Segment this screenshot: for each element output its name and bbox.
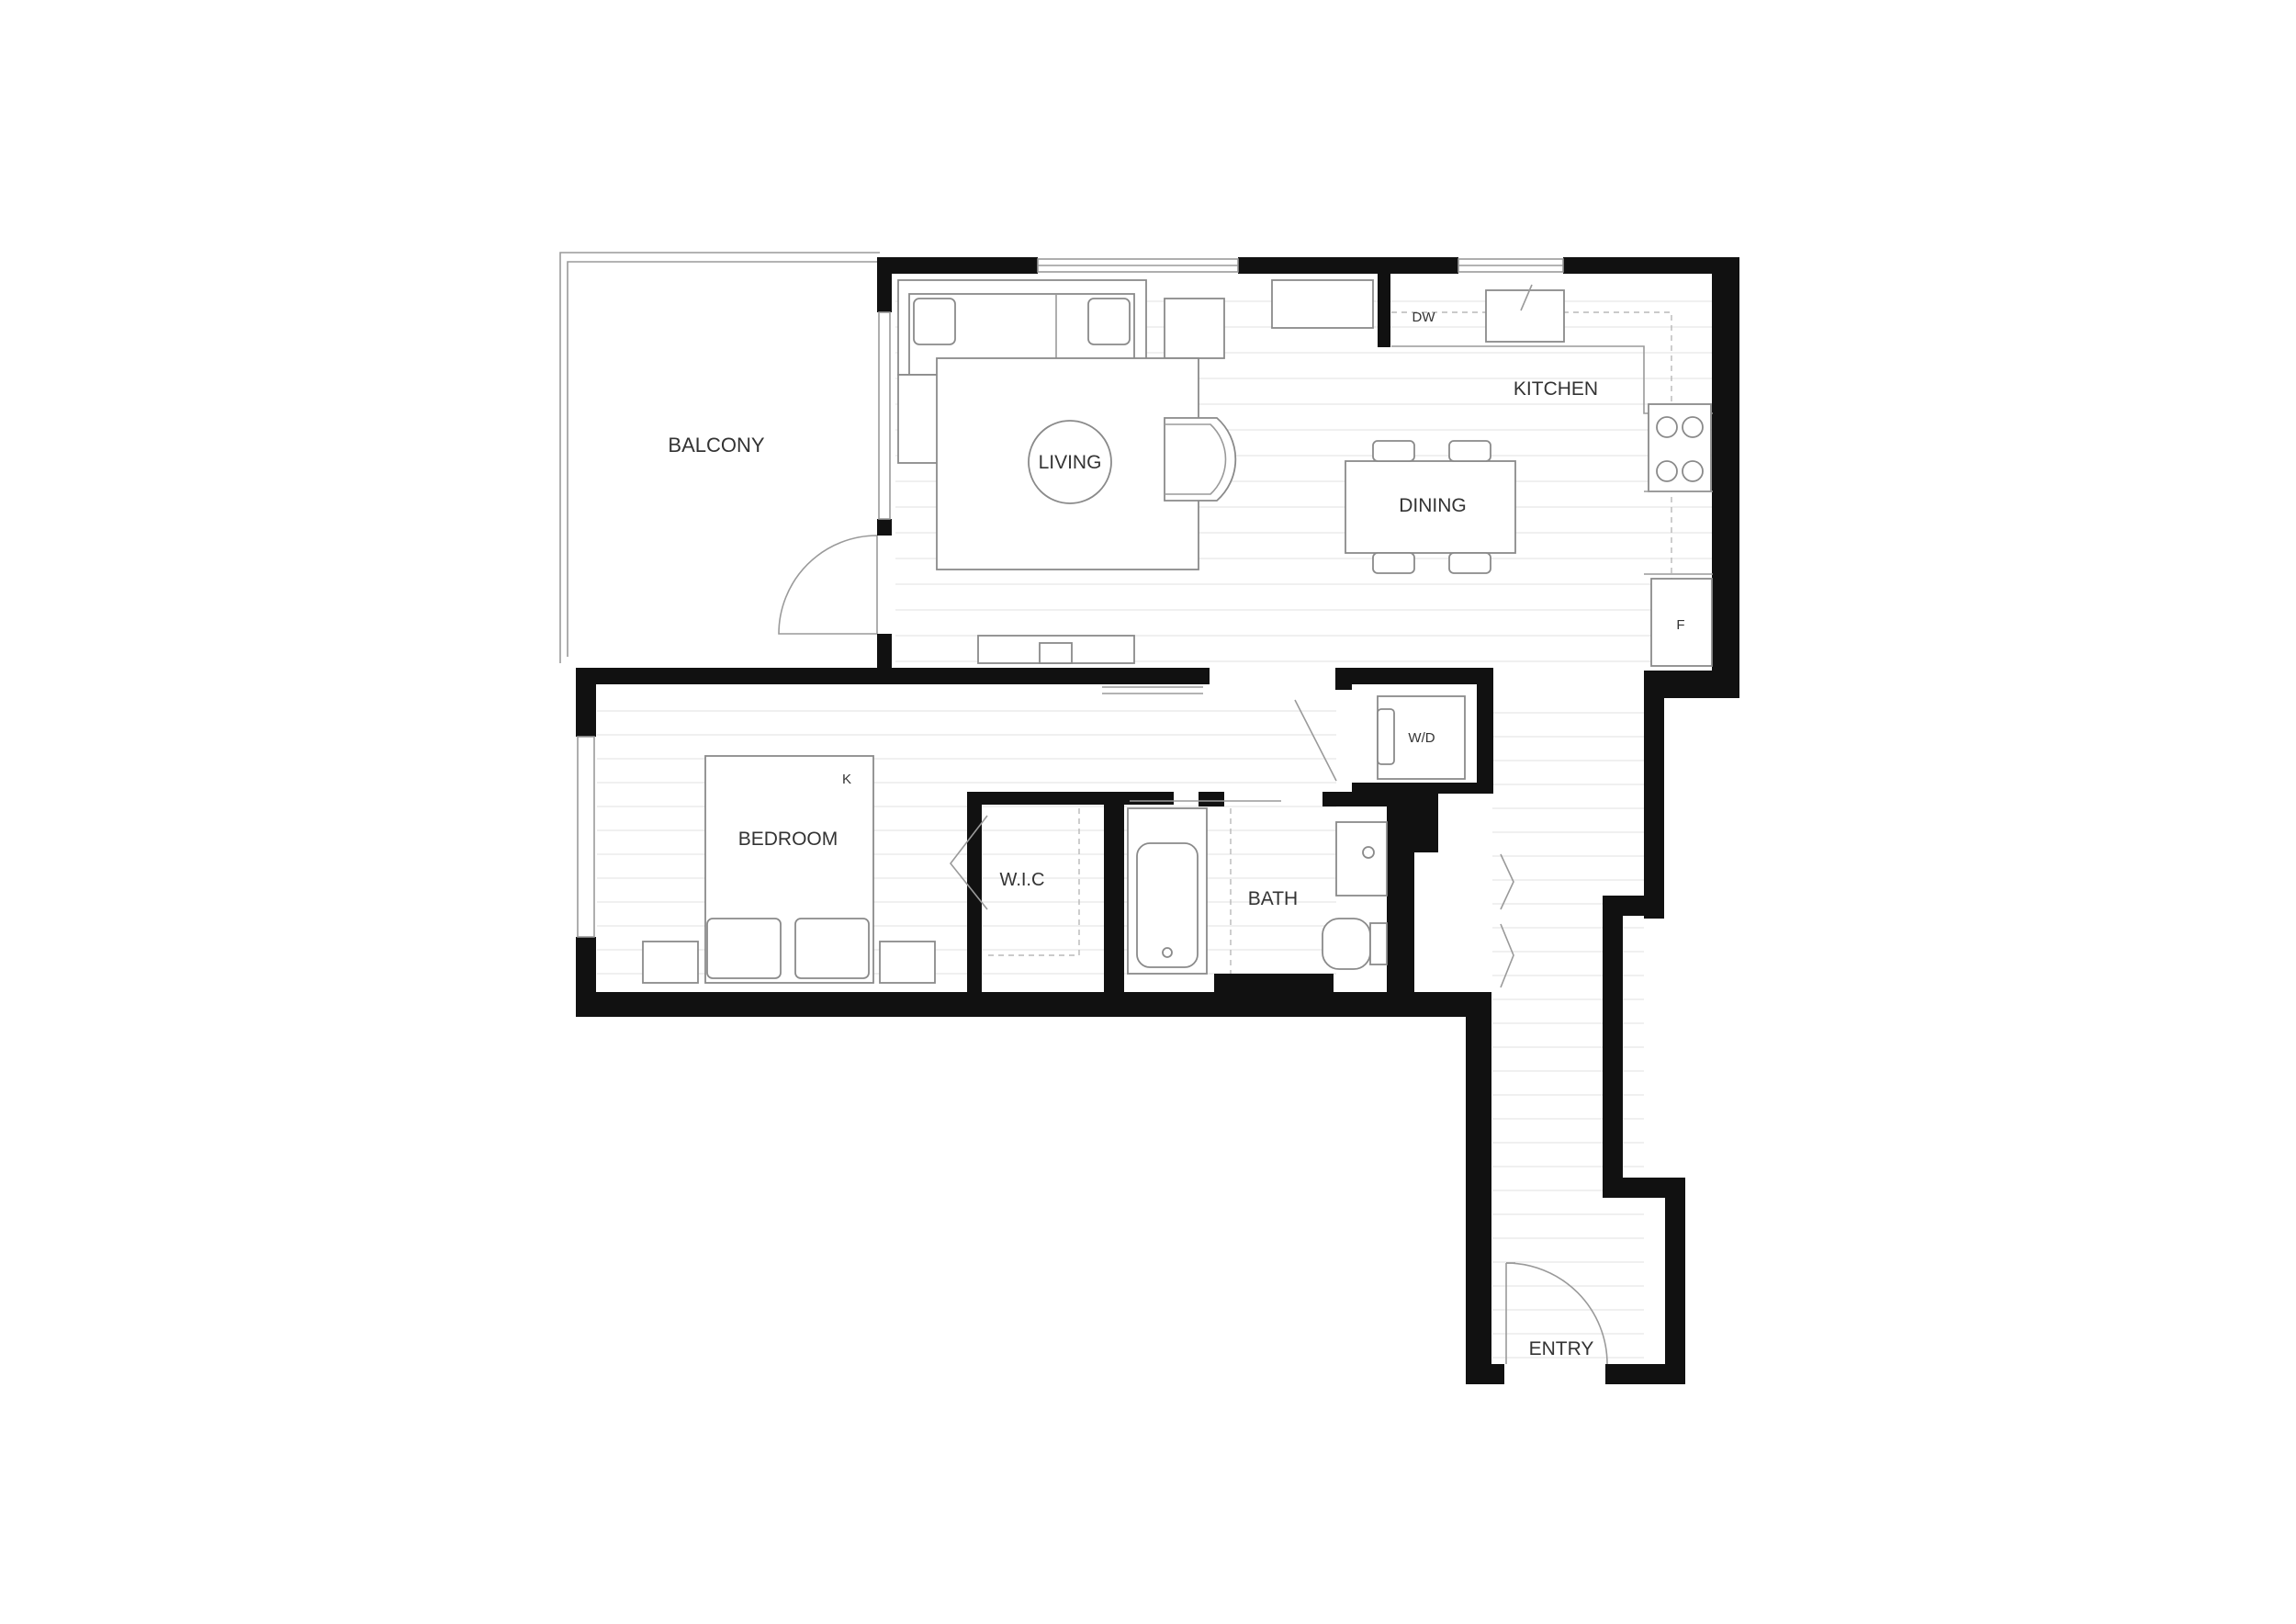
- living-furniture: [897, 279, 1374, 664]
- bath-furniture: [1127, 807, 1388, 975]
- kitchen-furniture: [1345, 284, 1713, 667]
- label-bath: BATH: [1248, 888, 1298, 909]
- room-labels: BALCONY LIVING KITCHEN DINING BEDROOM W.…: [668, 378, 1598, 1359]
- label-closet-mark: K: [842, 772, 851, 787]
- label-fridge: F: [1676, 617, 1684, 633]
- label-kitchen: KITCHEN: [1514, 378, 1598, 400]
- label-entry: ENTRY: [1529, 1338, 1594, 1359]
- label-bedroom: BEDROOM: [738, 829, 838, 850]
- appliance-labels: DW W/D F K: [842, 310, 1685, 787]
- label-wic: W.I.C: [1000, 870, 1045, 890]
- balcony-area: [559, 252, 880, 663]
- label-washer-dryer: W/D: [1408, 730, 1435, 746]
- bedroom-furniture: [642, 755, 1080, 984]
- windows: [577, 258, 1564, 938]
- doors: [778, 535, 1608, 1365]
- label-living: LIVING: [1039, 452, 1102, 473]
- label-balcony: BALCONY: [668, 434, 764, 457]
- walls: [576, 257, 1739, 1384]
- label-dishwasher: DW: [1412, 310, 1436, 325]
- laundry-furniture: [1377, 695, 1466, 780]
- label-dining: DINING: [1399, 495, 1467, 516]
